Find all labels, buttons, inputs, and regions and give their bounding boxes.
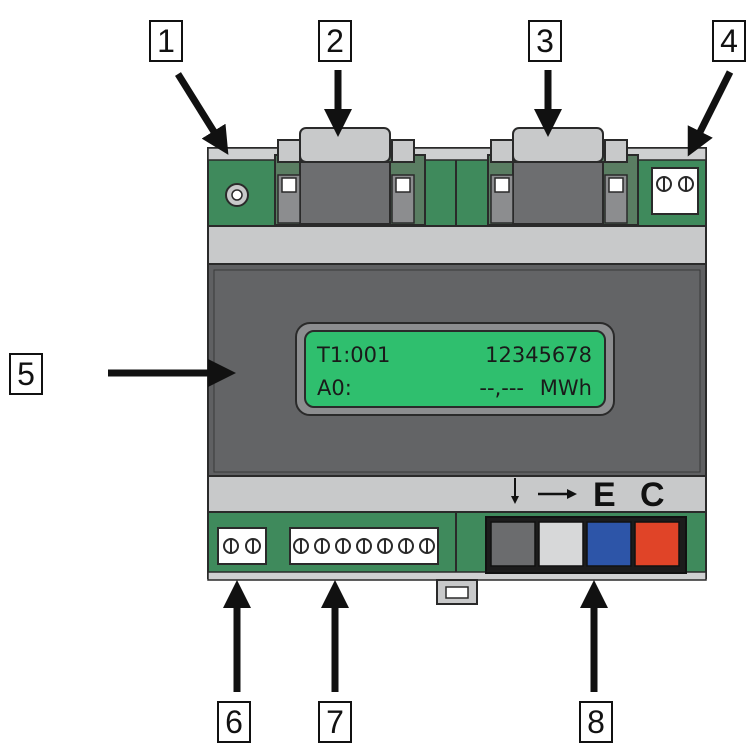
legend-c-label: C — [640, 476, 665, 514]
callout-6: 6 — [217, 701, 251, 743]
arrow-4 — [687, 70, 734, 157]
lcd-line2-value: --,--- — [479, 376, 524, 400]
callout-7: 7 — [318, 701, 352, 743]
callout-4: 4 — [712, 20, 746, 62]
terminal-block-bottom-left — [217, 527, 267, 565]
dsub-connector-left — [274, 127, 426, 226]
status-led — [225, 183, 249, 207]
legend-e-label: E — [593, 476, 616, 514]
lcd-line1-right: 12345678 — [485, 343, 592, 367]
upper-band — [207, 225, 707, 267]
callout-2: 2 — [318, 20, 352, 62]
dsub-connector-right — [487, 127, 639, 226]
callout-8: 8 — [579, 701, 613, 743]
lcd-line2-left: A0: — [317, 376, 352, 400]
lcd-display: T1:001 12345678 A0: --,--- MWh — [295, 322, 615, 416]
key-dark-gray[interactable] — [490, 521, 536, 567]
terminal-block-top — [651, 167, 699, 215]
key-red[interactable] — [634, 521, 680, 567]
key-light-gray[interactable] — [538, 521, 584, 567]
key-blue[interactable] — [586, 521, 632, 567]
keypad — [485, 516, 687, 574]
lcd-line1-left: T1:001 — [316, 343, 390, 367]
arrow-1 — [175, 72, 229, 155]
lower-band — [207, 475, 707, 515]
callout-3: 3 — [528, 20, 562, 62]
callout-arrows — [108, 70, 734, 692]
terminal-block-bottom-middle — [289, 527, 439, 565]
lcd-line2-unit: MWh — [540, 376, 592, 400]
keypad-legend: E C — [511, 476, 665, 514]
callout-1: 1 — [149, 20, 183, 62]
callout-5: 5 — [9, 353, 43, 395]
